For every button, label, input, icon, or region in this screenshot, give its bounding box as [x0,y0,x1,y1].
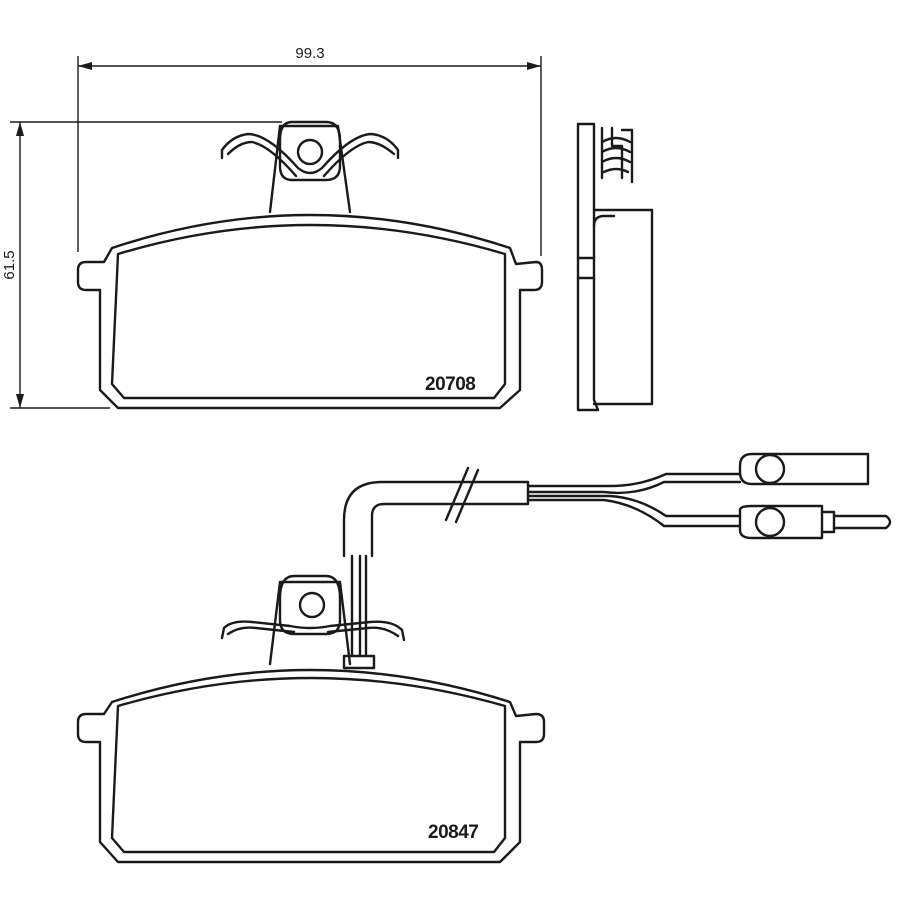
anti-rattle-spring-2 [220,620,406,642]
brake-pad-front-view-2: 20847 [76,574,546,864]
brake-pad-side-view [576,122,654,412]
backing-plate-side [576,122,600,412]
brake-pad-front-view-1: 20708 [76,120,544,410]
mounting-tab-2 [268,580,352,666]
spring-side-view [600,126,634,184]
width-dimension: 99.3 [77,45,542,256]
part-number-1: 20708 [425,374,475,395]
mounting-tab [268,124,352,214]
anti-rattle-spring [220,132,400,175]
cable-sheath [342,480,530,558]
width-dimension-label: 99.3 [295,45,324,62]
backing-plate [76,213,544,410]
mounting-hole-2 [298,591,326,619]
height-dimension: 61.5 [1,121,282,409]
mounting-hole [296,138,324,166]
friction-material-2 [110,676,507,854]
wear-sensor-cable [342,452,892,670]
height-dimension-label: 61.5 [1,250,18,279]
part-number-2: 20847 [428,822,478,843]
connector-female [738,452,870,486]
friction-material-side [592,208,654,406]
connector-male [738,504,824,540]
backing-plate-2 [76,668,546,864]
friction-material [110,223,507,400]
